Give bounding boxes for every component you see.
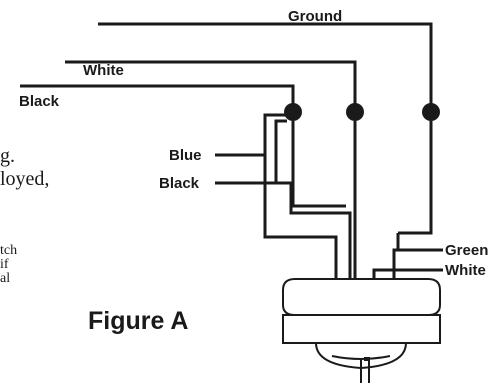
black-lead-wire <box>215 119 287 185</box>
cropped-text-line-4: if <box>0 257 9 272</box>
black-lead-drop <box>276 181 352 278</box>
black-top-label: Black <box>19 93 60 110</box>
cropped-text-line-3: tch <box>0 243 17 258</box>
cropped-text-line-2: loyed, <box>0 168 49 190</box>
blue-label: Blue <box>169 147 202 164</box>
cropped-text-line-5: al <box>0 271 10 286</box>
white-right-lead-wire <box>372 268 443 278</box>
black-mid-label: Black <box>159 175 200 192</box>
white-right-label: White <box>445 262 486 279</box>
white-supply-wire <box>65 60 357 111</box>
ground-junction-down-wire <box>398 121 433 235</box>
fixture-base <box>282 314 441 344</box>
black-junction-dot <box>284 103 302 121</box>
ground-junction-dot <box>422 103 440 121</box>
blue-lead-wire <box>215 113 286 157</box>
blue-lead-drop <box>263 155 338 278</box>
ground-label: Ground <box>288 8 342 25</box>
fixture-canopy <box>282 278 441 316</box>
green-lead-wire <box>392 248 443 278</box>
white-junction-dot <box>346 103 364 121</box>
black-junction-down-wire <box>291 121 346 208</box>
cropped-text-line-1: g. <box>0 145 15 167</box>
fixture-pin-cap <box>364 357 370 361</box>
white-top-label: White <box>83 62 124 79</box>
black-supply-wire <box>20 84 295 111</box>
green-label: Green <box>445 242 488 259</box>
figure-caption: Figure A <box>88 307 188 335</box>
ground-supply-wire <box>98 22 433 111</box>
